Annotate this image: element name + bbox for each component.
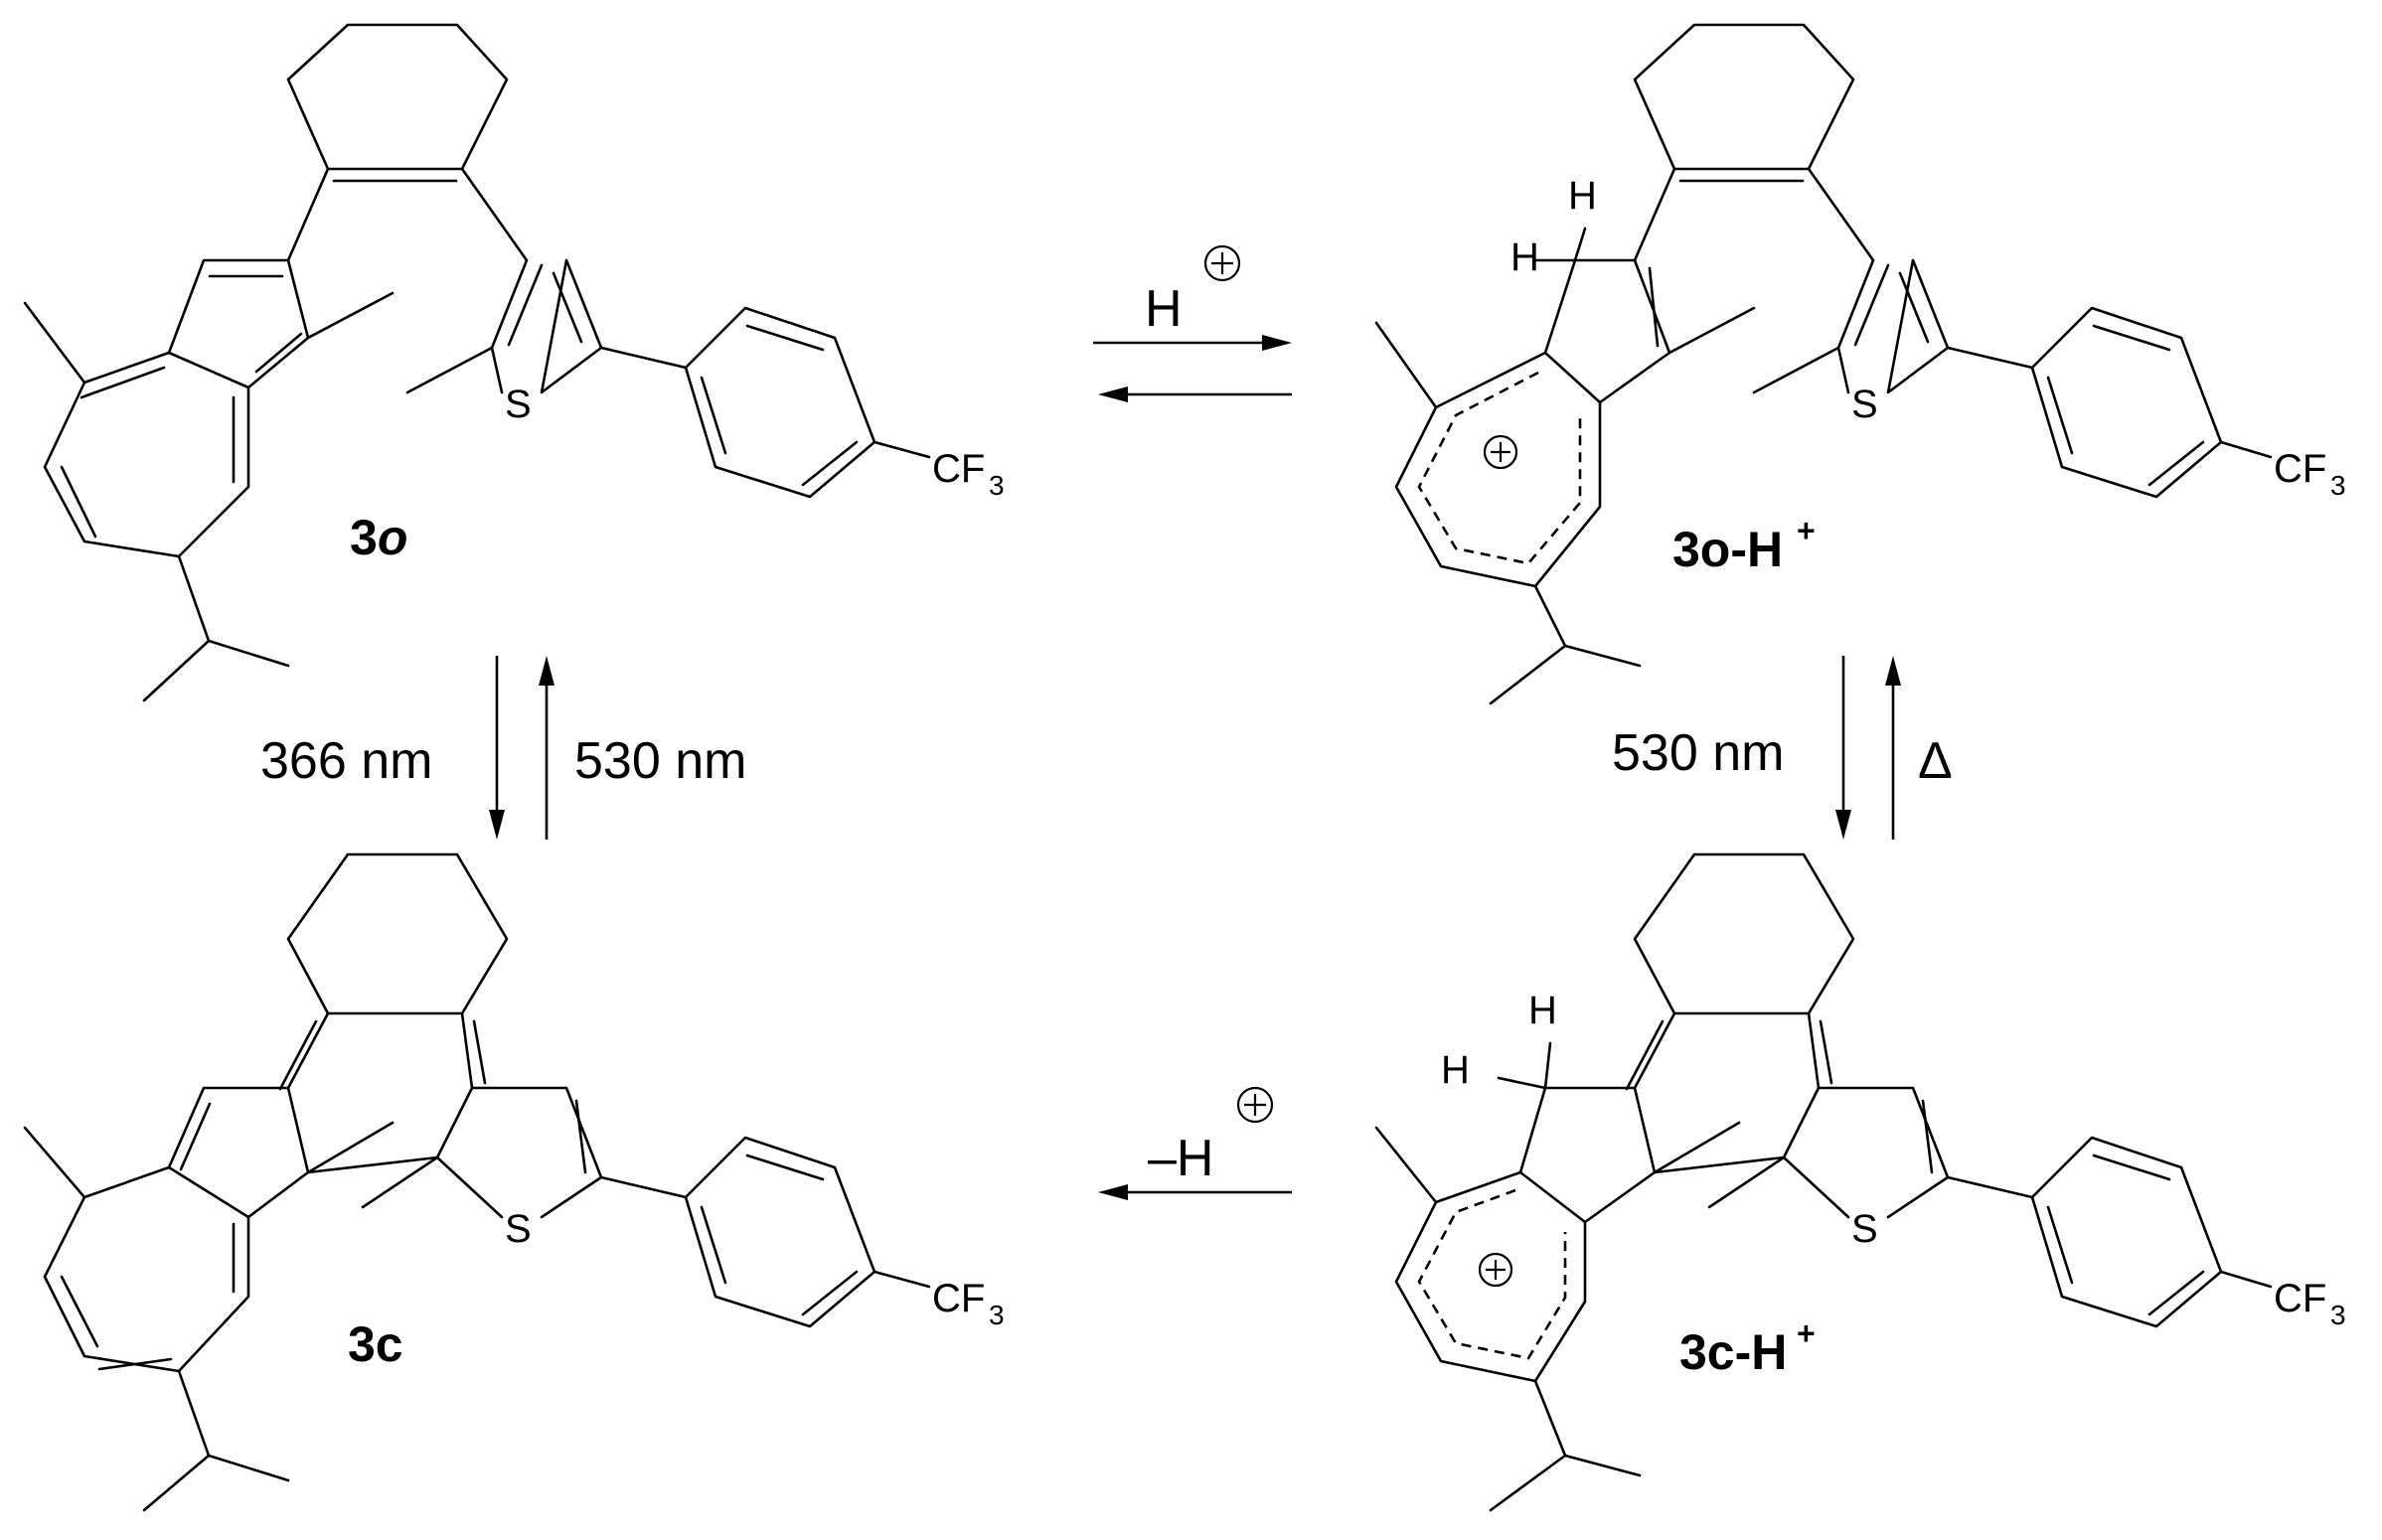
vis-wavelength-left-label: 530 nm <box>574 732 746 790</box>
hydrogen-atom-a: H <box>1510 235 1539 279</box>
hydrogen-atom-d: H <box>1528 989 1557 1032</box>
protonation-equilibrium-arrows: H <box>1093 244 1292 402</box>
thiophene-ring-3c <box>435 1086 603 1219</box>
svg-text:3o: 3o <box>350 510 407 565</box>
cf3-group-3cH: CF <box>2274 1277 2326 1320</box>
central-ring-3c <box>286 1011 474 1174</box>
cation-charge-3cH <box>1478 1252 1513 1288</box>
label-3c-H: 3c-H + <box>1679 1315 1816 1380</box>
five-ring-3oH <box>1543 167 1676 404</box>
proton-charge-bottom <box>1236 1086 1274 1124</box>
deprotonation-label: –H <box>1148 1130 1213 1187</box>
label-3cH-text: 3c-H <box>1679 1324 1787 1380</box>
uv-wavelength-label: 366 nm <box>260 732 432 790</box>
protonation-label: H <box>1145 280 1183 338</box>
label-3o-H: 3o-H + <box>1672 513 1816 577</box>
hydrogen-atom-b: H <box>1568 174 1597 218</box>
thiophene-ring-3oH <box>1807 167 1950 394</box>
photoisomerization-arrows-left: 366 nm 530 nm <box>260 656 746 840</box>
cf3-group-3oH: CF <box>2274 447 2326 491</box>
label-3o-num: 3 <box>350 510 378 565</box>
cf3-subscript-3oH: 3 <box>2330 470 2346 501</box>
azulene-seven-ring-3o <box>43 351 250 558</box>
sulfur-atom-3oH: S <box>1851 383 1878 426</box>
five-ring-3c <box>167 1086 310 1219</box>
molecule-3c: S CF 3 <box>23 852 1005 1512</box>
molecule-3o-H: H H S CF 3 <box>1374 23 2346 705</box>
molecule-3o: S CF 3 <box>23 23 1005 702</box>
cyclohexane-ring-3cH <box>1633 852 1855 1015</box>
sulfur-atom: S <box>505 383 532 426</box>
cyclohexane-ring-3c <box>286 852 509 1015</box>
cf3-subscript: 3 <box>989 470 1005 501</box>
hydrogen-atom-c: H <box>1441 1048 1470 1092</box>
cf3-subscript-3c: 3 <box>989 1300 1005 1330</box>
label-3oH-sup: + <box>1797 513 1816 548</box>
label-3oH-text: 3o-H <box>1672 522 1783 577</box>
cation-charge-3oH <box>1483 434 1518 470</box>
azulene-five-ring-3o <box>167 167 330 389</box>
central-ring-3cH <box>1633 1011 1821 1174</box>
sulfur-atom-3cH: S <box>1851 1207 1878 1251</box>
label-3cH-sup: + <box>1797 1315 1816 1351</box>
label-3c-text: 3c <box>348 1316 403 1372</box>
cyclohexene-ring-3oH <box>1633 23 1855 171</box>
vis-wavelength-right-label: 530 nm <box>1612 724 1784 782</box>
thiophene-ring-3cH <box>1782 1086 1950 1219</box>
cf3-group-3c: CF <box>932 1277 985 1320</box>
cf3-group: CF <box>932 447 985 491</box>
deprotonation-arrow: –H <box>1098 1086 1292 1200</box>
label-3o: 3o <box>350 510 407 565</box>
label-3o-letter: o <box>378 510 408 565</box>
proton-charge-top <box>1203 244 1241 282</box>
thiophene-ring-3o <box>460 167 603 394</box>
sulfur-atom-3c: S <box>505 1207 532 1251</box>
thermal-label: Δ <box>1918 732 1953 790</box>
photoisomerization-arrows-right: 530 nm Δ <box>1612 656 1953 840</box>
label-3c: 3c <box>348 1316 403 1372</box>
molecule-3c-H: H H S CF 3 <box>1374 852 2346 1512</box>
cf3-subscript-3cH: 3 <box>2330 1300 2346 1330</box>
five-ring-3cH <box>1518 1086 1657 1224</box>
cyclohexene-ring-3o <box>286 23 509 171</box>
